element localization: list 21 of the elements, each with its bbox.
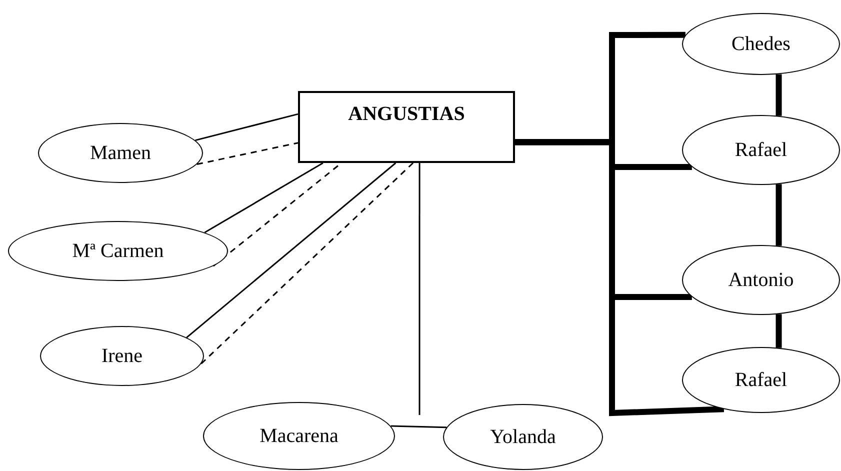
person-box <box>298 91 515 163</box>
person-name: Rafael <box>734 368 788 392</box>
thick-line <box>776 314 782 348</box>
person-name: Macarena <box>260 424 338 448</box>
line <box>186 162 396 338</box>
thick-line <box>776 184 782 246</box>
person-name: Yolanda <box>490 426 556 448</box>
person-name: Chedes <box>732 32 790 56</box>
person-name: Rafael <box>734 138 788 162</box>
person-name: Mª Carmen <box>72 240 164 262</box>
line <box>204 162 324 234</box>
person-name: Mamen <box>90 142 152 164</box>
line <box>195 113 298 142</box>
thick-line <box>776 74 782 116</box>
line <box>390 425 447 428</box>
dashed-line <box>196 142 298 165</box>
dashed-line <box>200 162 414 364</box>
person-name: Irene <box>101 344 143 368</box>
line <box>418 163 420 415</box>
person-name: Antonio <box>728 268 794 292</box>
person-name: ANGUSTIAS <box>348 103 465 126</box>
